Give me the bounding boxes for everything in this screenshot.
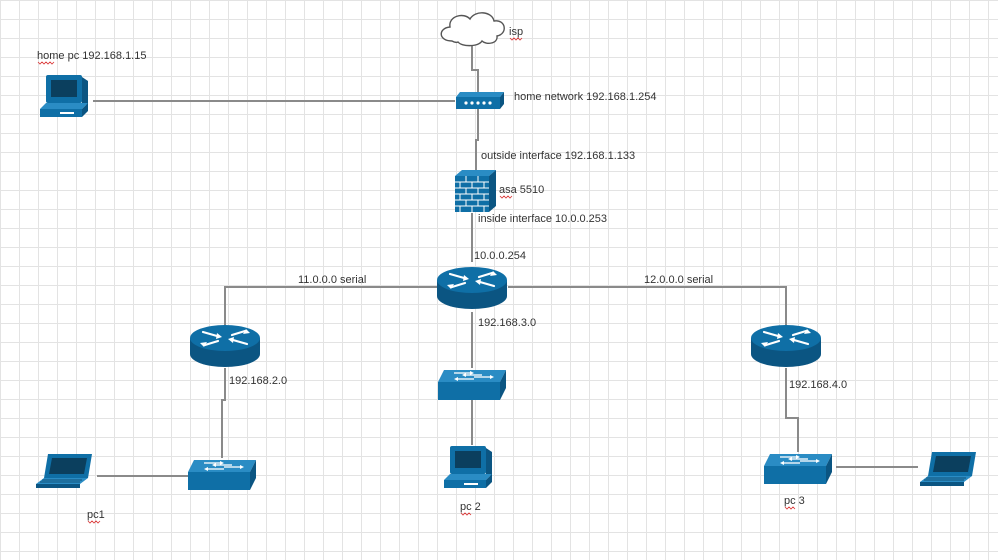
asa-label: asa 5510 [499,184,544,196]
link-serial-left [224,286,437,330]
net-right-label: 192.168.4.0 [789,379,847,391]
isp-label: isp [509,26,523,38]
firewall-icon[interactable] [454,169,497,213]
link-right-router-switch [785,368,799,452]
serial-left-label: 11.0.0.0 serial [298,274,366,286]
left-router-icon[interactable] [188,323,262,369]
center-switch-icon[interactable] [437,369,507,401]
home-network-label: home network 192.168.1.254 [514,91,657,103]
right-switch-icon[interactable] [763,453,833,485]
modem-icon[interactable] [456,92,504,109]
right-router-icon[interactable] [749,323,823,369]
pc2-icon[interactable] [444,446,492,488]
pc3-label: pc 3 [784,495,805,507]
pc1-laptop-icon[interactable] [35,453,93,489]
pc3-laptop-icon[interactable] [919,451,977,487]
home-pc-icon[interactable] [40,75,88,117]
home-pc-label: home pc 192.168.1.15 [37,50,146,62]
outside-interface-label: outside interface 192.168.1.133 [481,150,635,162]
left-switch-icon[interactable] [187,459,257,491]
net-center-label: 192.168.3.0 [478,317,536,329]
core-ip-label: 10.0.0.254 [474,250,526,262]
spellcheck-underlines [37,37,796,524]
link-left-router-switch [221,368,226,458]
core-router-icon[interactable] [435,265,509,311]
isp-cloud-icon[interactable] [440,12,505,47]
pc1-label: pc1 [87,509,105,521]
connections [93,44,918,477]
serial-right-label: 12.0.0.0 serial [644,274,713,286]
link-modem-asa [475,108,479,170]
net-left-label: 192.168.2.0 [229,375,287,387]
labels: isp home pc 192.168.1.15 home network 19… [37,26,847,521]
link-serial-right [508,286,787,330]
link-isp-modem [471,44,479,94]
pc2-label: pc 2 [460,501,481,513]
inside-interface-label: inside interface 10.0.0.253 [478,213,607,225]
